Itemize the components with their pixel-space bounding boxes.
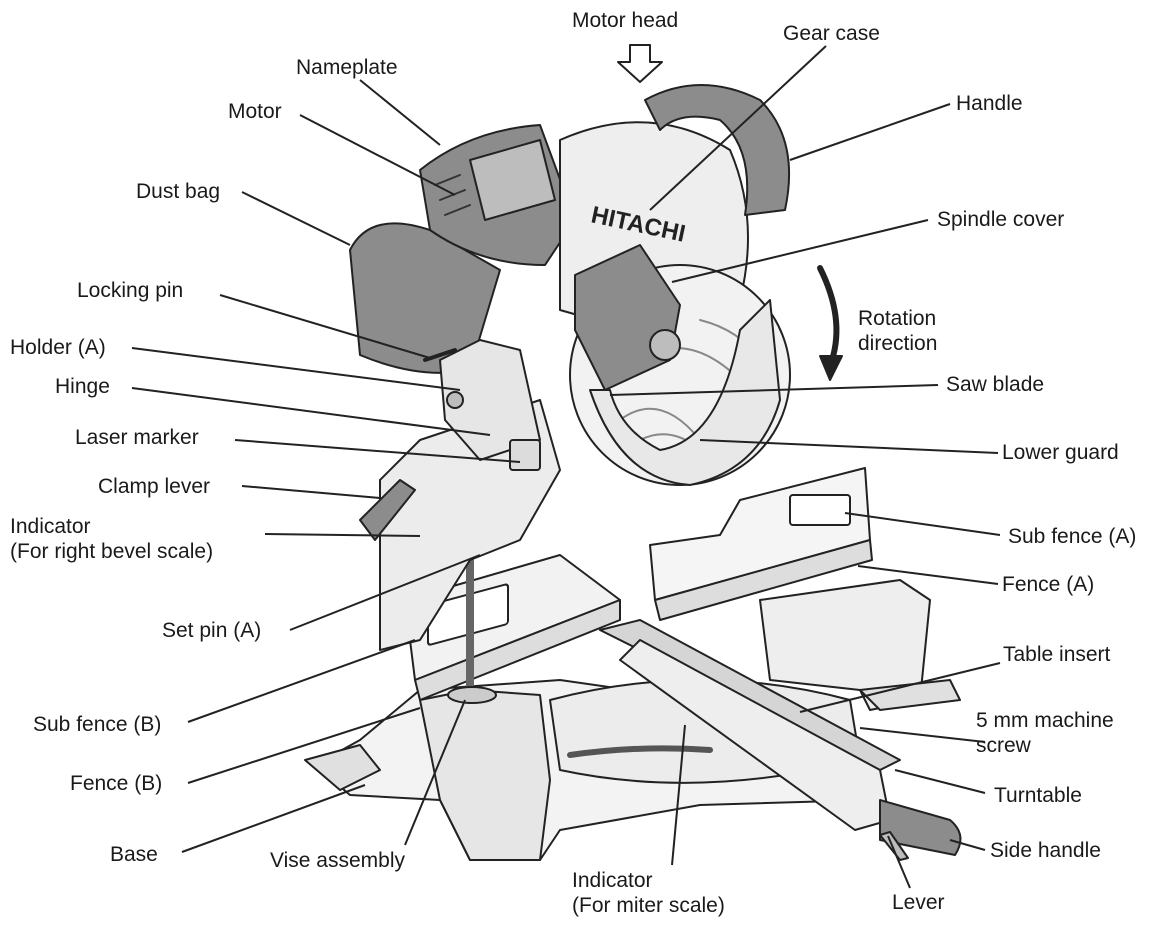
leader-clamp-lever [241, 485, 381, 499]
saw-illustration: HITACHI [304, 44, 962, 861]
leader-dust-bag [241, 191, 351, 246]
label-laser-marker: Laser marker [75, 426, 199, 449]
label-side-handle: Side handle [990, 839, 1101, 862]
clamp-lever-shape [359, 479, 416, 541]
label-saw-blade: Saw blade [946, 373, 1045, 396]
label-indicator-miter-line-1: Indicator [572, 869, 653, 892]
leader-machine-screw [859, 727, 986, 743]
leader-vise-assembly [404, 699, 466, 846]
nameplate-shape [469, 139, 556, 221]
side-handle-shape [879, 799, 962, 856]
leader-saw-blade [609, 384, 939, 396]
rotation-arrowhead [819, 355, 843, 381]
label-lower-guard: Lower guard [1002, 441, 1119, 464]
label-vise-assembly: Vise assembly [270, 849, 406, 872]
leader-fence-a [857, 565, 999, 585]
label-machine-screw-line-2: screw [976, 734, 1031, 757]
leader-gear-case [649, 45, 827, 211]
label-machine-screw: 5 mm machine screw [976, 708, 1114, 758]
leader-lower-guard [699, 439, 999, 454]
leader-nameplate [359, 79, 441, 146]
leader-side-handle [949, 839, 986, 851]
leader-lines [131, 45, 1001, 889]
motor-head-arrow [617, 44, 663, 83]
leader-fence-b [187, 707, 421, 784]
leader-laser-marker [234, 439, 521, 463]
leader-handle [789, 103, 951, 161]
leader-indicator-bevel [264, 533, 421, 537]
leader-spindle-cover [671, 219, 929, 283]
label-indicator-bevel: Indicator (For right bevel scale) [10, 514, 213, 564]
laser-marker-shape [509, 439, 541, 471]
label-turntable: Turntable [994, 784, 1082, 807]
label-indicator-miter: Indicator (For miter scale) [572, 868, 725, 918]
fence-a-shape [654, 539, 873, 621]
spindle-hub [649, 329, 681, 361]
label-handle: Handle [956, 92, 1023, 115]
label-table-insert: Table insert [1003, 643, 1111, 666]
lower-guard-shape [589, 299, 781, 486]
locking-pin-shape [423, 348, 457, 362]
label-rotation-line-2: direction [858, 332, 938, 355]
motor-vents [434, 174, 471, 216]
handle-shape [644, 84, 791, 216]
leader-base [181, 784, 366, 853]
hinge-pivot [446, 391, 464, 409]
label-gear-case: Gear case [783, 22, 880, 45]
label-motor: Motor [228, 100, 282, 123]
label-spindle-cover: Spindle cover [937, 208, 1065, 231]
label-motor-head: Motor head [572, 9, 679, 32]
label-holder-a: Holder (A) [10, 336, 106, 359]
label-dust-bag: Dust bag [136, 180, 221, 203]
label-nameplate: Nameplate [296, 56, 398, 79]
label-hinge: Hinge [55, 375, 110, 398]
leader-turntable [894, 769, 986, 794]
leader-lever [887, 835, 911, 889]
rotation-arrow [817, 265, 840, 363]
leader-hinge [131, 387, 491, 436]
leader-motor [299, 114, 456, 196]
label-indicator-bevel-line-2: (For right bevel scale) [10, 540, 214, 563]
leader-holder-a [131, 347, 461, 391]
left-foot [304, 744, 381, 791]
label-machine-screw-line-1: 5 mm machine [976, 709, 1114, 732]
blade-fins [619, 319, 761, 471]
leader-sub-fence-b [187, 639, 416, 723]
label-fence-b: Fence (B) [70, 772, 163, 795]
vise-base-plate [447, 686, 497, 704]
label-indicator-bevel-line-1: Indicator [10, 515, 91, 538]
lever-shape [879, 831, 909, 861]
leader-set-pin-a [289, 554, 481, 631]
label-sub-fence-b: Sub fence (B) [33, 713, 162, 736]
label-sub-fence-a: Sub fence (A) [1008, 525, 1137, 548]
leader-indicator-miter [671, 724, 686, 866]
label-rotation-line-1: Rotation [858, 307, 937, 330]
leader-table-insert [799, 662, 1001, 713]
leader-sub-fence-a [844, 512, 1001, 536]
label-base: Base [110, 843, 158, 866]
label-fence-a: Fence (A) [1002, 573, 1095, 596]
label-indicator-miter-line-2: (For miter scale) [572, 894, 725, 917]
label-clamp-lever: Clamp lever [98, 475, 211, 498]
sub-fence-a-slot [789, 494, 851, 526]
label-locking-pin: Locking pin [77, 279, 184, 302]
leader-locking-pin [219, 294, 431, 359]
label-lever: Lever [892, 891, 945, 914]
miter-scale [567, 745, 713, 758]
label-rotation-direction: Rotation direction [858, 306, 937, 356]
base-front-block [419, 689, 551, 861]
extension-arm [619, 639, 891, 831]
label-set-pin-a: Set pin (A) [162, 619, 262, 642]
